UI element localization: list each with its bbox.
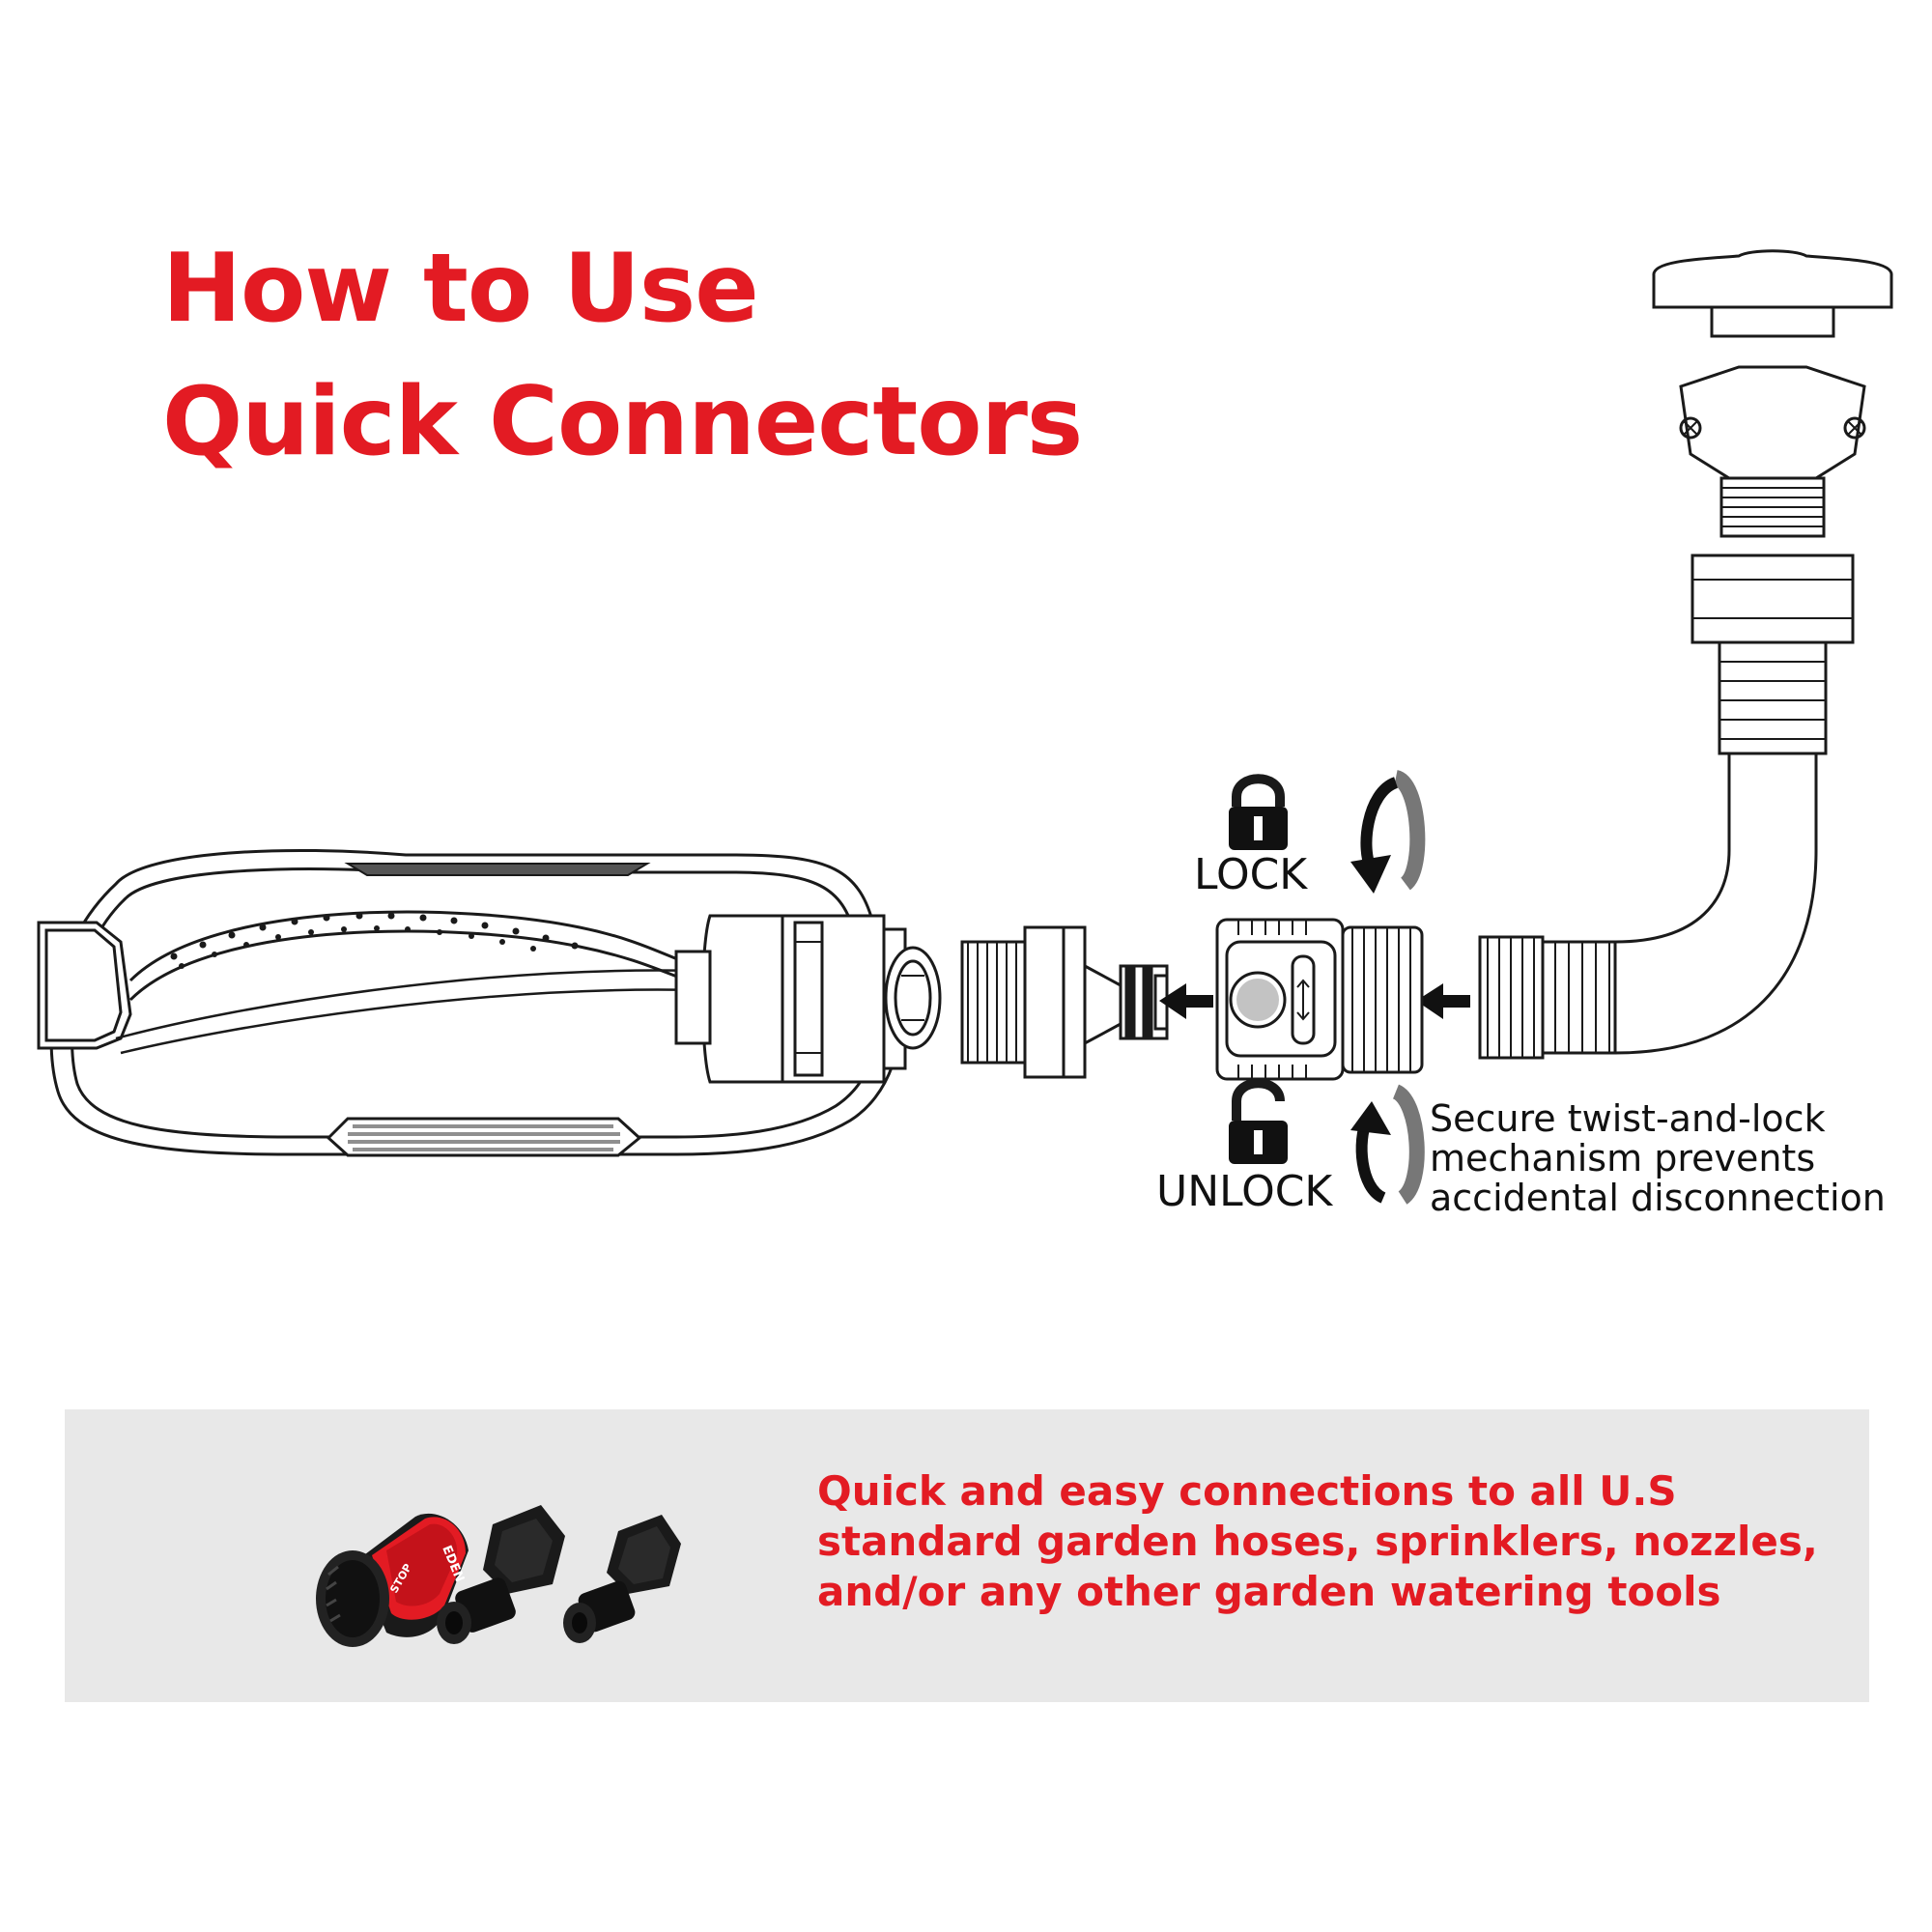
product-photo: EDEN STOP: [316, 1505, 681, 1647]
panel-description-line: standard garden hoses, sprinklers, nozzl…: [817, 1518, 1818, 1565]
lock-icon: [1229, 774, 1288, 850]
title-line-1: How to Use: [162, 234, 759, 344]
feature-note-line: mechanism prevents: [1430, 1137, 1816, 1179]
bottom-vent-pattern: [348, 1124, 620, 1151]
oscillating-sprinkler: [37, 848, 942, 1157]
assembly-diagram: [37, 249, 1893, 1205]
garden-hose: [1614, 640, 1828, 1055]
feature-note-line: accidental disconnection: [1430, 1177, 1886, 1219]
feature-note-line: Secure twist-and-lock: [1430, 1097, 1826, 1140]
lock-label: LOCK: [1194, 850, 1308, 899]
unlock-label: UNLOCK: [1156, 1167, 1333, 1216]
rotate-lock-arrow-icon: [1350, 770, 1426, 894]
direction-arrow-left-1: [1159, 983, 1213, 1019]
red-quick-connector: EDEN STOP: [316, 1513, 469, 1647]
black-adapter-1: [437, 1505, 565, 1644]
rotate-unlock-arrow-icon: [1350, 1084, 1425, 1205]
title-line-2: Quick Connectors: [162, 367, 1083, 477]
quick-connector: [1215, 918, 1424, 1081]
direction-arrow-left-2: [1416, 983, 1470, 1019]
panel-description-line: Quick and easy connections to all U.S: [817, 1467, 1677, 1515]
outdoor-faucet: [1652, 249, 1893, 538]
panel-description-line: and/or any other garden watering tools: [817, 1568, 1721, 1615]
male-threaded-adapter: [960, 925, 1169, 1079]
black-adapter-2: [563, 1515, 681, 1643]
panel-description: Quick and easy connections to all U.S st…: [817, 1466, 1818, 1617]
hose-nut: [1690, 554, 1855, 644]
feature-note: Secure twist-and-lock mechanism prevents…: [1430, 1099, 1886, 1218]
spray-nozzles: [170, 912, 579, 969]
unlock-icon: [1229, 1078, 1288, 1164]
hose-coupling: [1478, 935, 1617, 1060]
